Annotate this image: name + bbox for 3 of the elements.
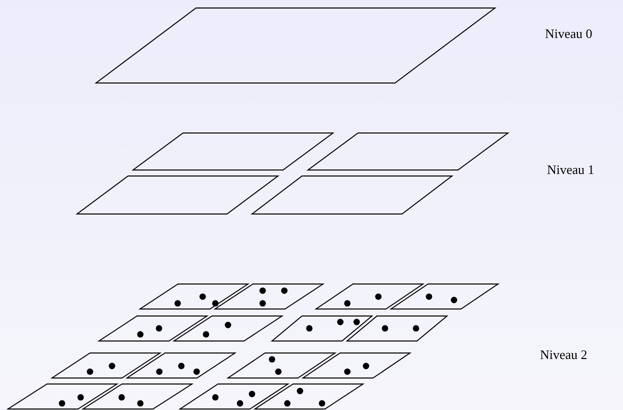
level-label: Niveau 1 <box>547 162 594 178</box>
level-label: Niveau 2 <box>540 347 588 363</box>
level-label: Niveau 0 <box>545 26 592 42</box>
